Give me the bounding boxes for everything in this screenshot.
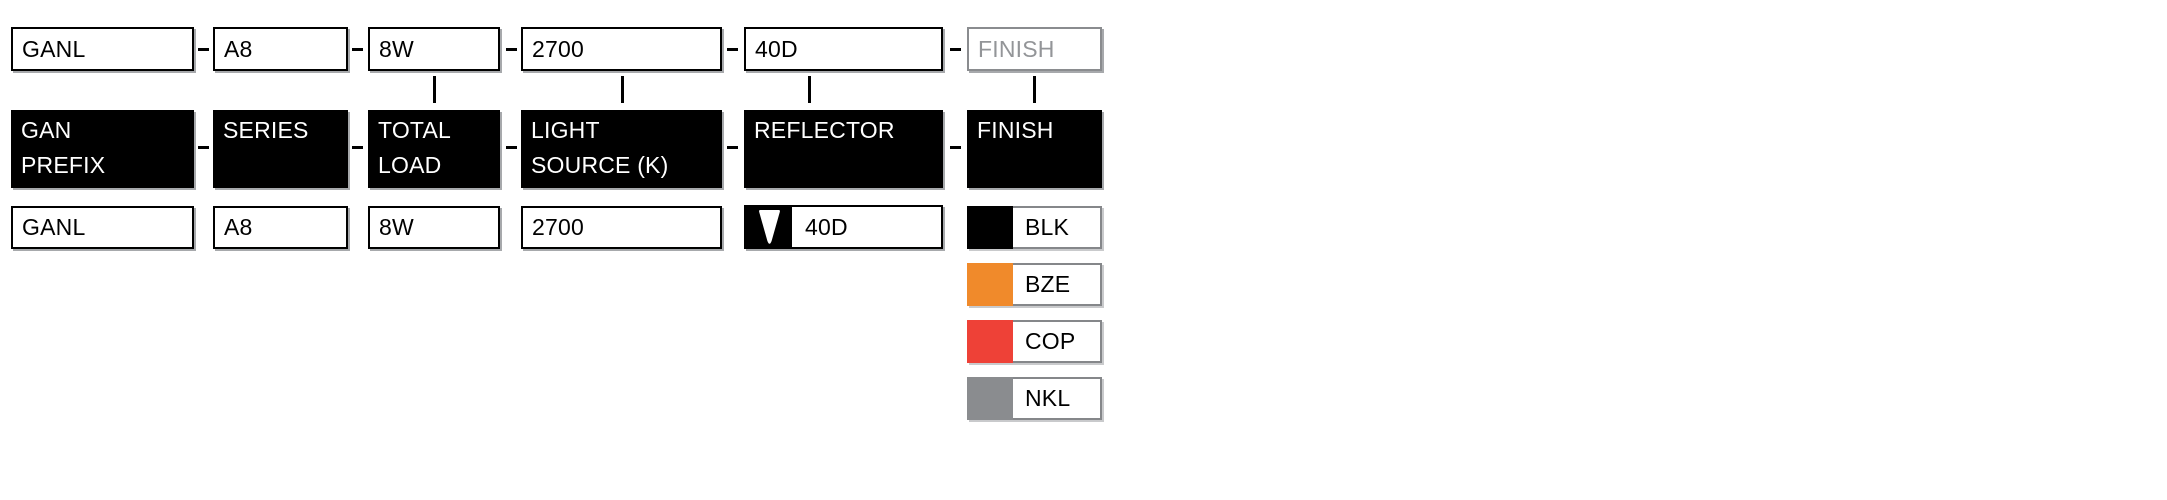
connector-line [1033, 76, 1036, 103]
dash-separator [727, 146, 738, 149]
code-box-finish-placeholder: FINISH [967, 27, 1102, 71]
placeholder-text: FINISH [978, 35, 1055, 62]
finish-swatch [967, 377, 1013, 420]
finish-option-bze[interactable]: BZE [967, 263, 1102, 306]
header-finish: FINISH [967, 110, 1102, 188]
value-text: A8 [224, 214, 253, 240]
value-box-total-load: 8W [368, 206, 500, 249]
connector-line [808, 76, 811, 103]
finish-option-blk[interactable]: BLK [967, 206, 1102, 249]
finish-swatch [967, 206, 1013, 249]
value-text: GANL [22, 214, 86, 240]
dash-separator [352, 48, 363, 51]
triangle-down-icon [758, 209, 780, 244]
header-light-source: LIGHT SOURCE (K) [521, 110, 722, 188]
dash-separator [950, 48, 961, 51]
code-box-light-source: 2700 [521, 27, 722, 71]
dash-separator [727, 48, 738, 51]
finish-option-label: BZE [1013, 263, 1102, 306]
value-box-gan-prefix: GANL [11, 206, 194, 249]
dropdown-button[interactable] [746, 207, 792, 247]
code-box-gan-prefix: GANL [11, 27, 194, 71]
reflector-dropdown[interactable]: 40D [744, 205, 943, 249]
dash-separator [198, 146, 209, 149]
code-box-reflector: 40D [744, 27, 943, 71]
finish-option-nkl[interactable]: NKL [967, 377, 1102, 420]
value-box-light-source: 2700 [521, 206, 722, 249]
dash-separator [950, 146, 961, 149]
connector-line [433, 76, 436, 103]
finish-option-label: NKL [1013, 377, 1102, 420]
dash-separator [352, 146, 363, 149]
code-text: 2700 [532, 35, 584, 62]
header-series: SERIES [213, 110, 348, 188]
finish-swatch [967, 320, 1013, 363]
code-text: A8 [224, 35, 253, 62]
dash-separator [506, 146, 517, 149]
code-text: GANL [22, 35, 86, 62]
code-box-series: A8 [213, 27, 348, 71]
value-text: 8W [379, 214, 414, 240]
dash-separator [506, 48, 517, 51]
header-gan-prefix: GAN PREFIX [11, 110, 194, 188]
dash-separator [198, 48, 209, 51]
connector-line [621, 76, 624, 103]
dropdown-value: 40D [805, 213, 848, 240]
header-total-load: TOTAL LOAD [368, 110, 500, 188]
code-box-total-load: 8W [368, 27, 500, 71]
value-box-series: A8 [213, 206, 348, 249]
code-text: 8W [379, 35, 414, 62]
value-text: 2700 [532, 214, 584, 240]
finish-option-cop[interactable]: COP [967, 320, 1102, 363]
header-reflector: REFLECTOR [744, 110, 943, 188]
finish-option-label: COP [1013, 320, 1102, 363]
finish-swatch [967, 263, 1013, 306]
finish-option-label: BLK [1013, 206, 1102, 249]
code-text: 40D [755, 35, 798, 62]
